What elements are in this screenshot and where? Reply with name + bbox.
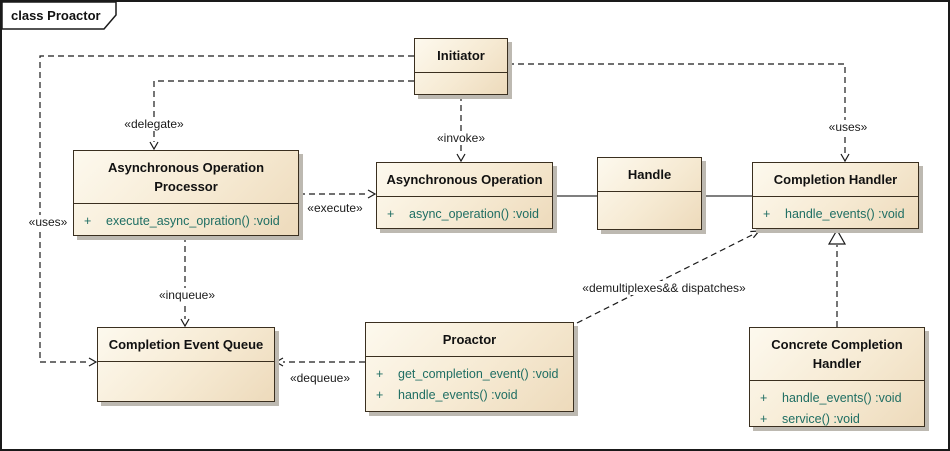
class-name: Asynchronous Operation Processor	[107, 160, 265, 194]
class-initiator[interactable]: Initiator	[414, 38, 508, 95]
method-row: + execute_async_opration() :void	[74, 210, 298, 231]
label-dequeue: «dequeue»	[286, 371, 354, 385]
connector-uses-left[interactable]	[39, 55, 414, 367]
method-row: + async_operation() :void	[377, 203, 552, 224]
class-name: Completion Event Queue	[108, 337, 264, 352]
connector-realization[interactable]	[827, 228, 847, 327]
class-name: Handle	[627, 167, 672, 182]
class-handle[interactable]: Handle	[597, 157, 702, 230]
frame-title: class Proactor	[11, 8, 101, 23]
frame-tab	[2, 2, 117, 30]
method-signature: execute_async_opration() :void	[106, 213, 280, 228]
methods-compartment: + handle_events() :void	[753, 196, 918, 228]
method-signature: get_completion_event() :void	[398, 366, 559, 381]
class-completion-event-queue[interactable]: Completion Event Queue	[97, 327, 275, 402]
visibility: +	[760, 390, 768, 405]
class-asynchronous-operation-processor[interactable]: Asynchronous Operation Processor + execu…	[73, 150, 299, 236]
label-inqueue: «inqueue»	[155, 288, 219, 302]
label-invoke: «invoke»	[433, 131, 489, 145]
method-row: + handle_events() :void	[753, 203, 918, 224]
method-row: + get_completion_event() :void	[366, 363, 573, 384]
label-delegate: «delegate»	[121, 117, 187, 131]
class-name: Completion Handler	[773, 172, 898, 187]
method-signature: async_operation() :void	[409, 206, 539, 221]
visibility: +	[763, 206, 771, 221]
visibility: +	[387, 206, 395, 221]
connector-demultiplex[interactable]	[576, 230, 761, 324]
label-uses-right: «uses»	[825, 120, 871, 134]
method-row: + handle_events() :void	[366, 384, 573, 405]
class-proactor[interactable]: Proactor + get_completion_event() :void …	[365, 322, 574, 412]
class-completion-handler[interactable]: Completion Handler + handle_events() :vo…	[752, 162, 919, 229]
method-row: + service() :void	[750, 408, 924, 429]
attributes-compartment	[598, 191, 701, 229]
label-demultiplex: «demultiplexes&& dispatches»	[579, 281, 749, 295]
visibility: +	[376, 387, 384, 402]
visibility: +	[376, 366, 384, 381]
class-name: Initiator	[437, 48, 485, 63]
methods-compartment: + handle_events() :void + service() :voi…	[750, 380, 924, 429]
class-asynchronous-operation[interactable]: Asynchronous Operation + async_operation…	[376, 162, 553, 229]
label-uses-left: «uses»	[25, 215, 71, 229]
method-row: + handle_events() :void	[750, 387, 924, 408]
methods-compartment: + async_operation() :void	[377, 196, 552, 228]
attributes-compartment	[98, 361, 274, 401]
visibility: +	[84, 213, 92, 228]
attributes-compartment	[415, 72, 507, 94]
method-signature: handle_events() :void	[785, 206, 905, 221]
connector-invoke[interactable]	[456, 95, 466, 163]
connector-uses-right[interactable]	[508, 63, 850, 163]
connector-inqueue[interactable]	[180, 236, 190, 328]
method-signature: service() :void	[782, 411, 860, 426]
class-name: Concrete Completion Handler	[771, 337, 903, 371]
visibility: +	[760, 411, 768, 426]
class-name: Asynchronous Operation	[386, 172, 543, 187]
connector-dequeue[interactable]	[274, 357, 365, 367]
connector-execute[interactable]	[299, 189, 377, 199]
connector-delegate[interactable]	[149, 80, 414, 151]
class-concrete-completion-handler[interactable]: Concrete Completion Handler + handle_eve…	[749, 327, 925, 427]
methods-compartment: + execute_async_opration() :void	[74, 203, 298, 235]
methods-compartment: + get_completion_event() :void + handle_…	[366, 356, 573, 411]
class-name: Proactor	[442, 332, 497, 347]
label-execute: «execute»	[304, 201, 366, 215]
method-signature: handle_events() :void	[398, 387, 518, 402]
method-signature: handle_events() :void	[782, 390, 902, 405]
